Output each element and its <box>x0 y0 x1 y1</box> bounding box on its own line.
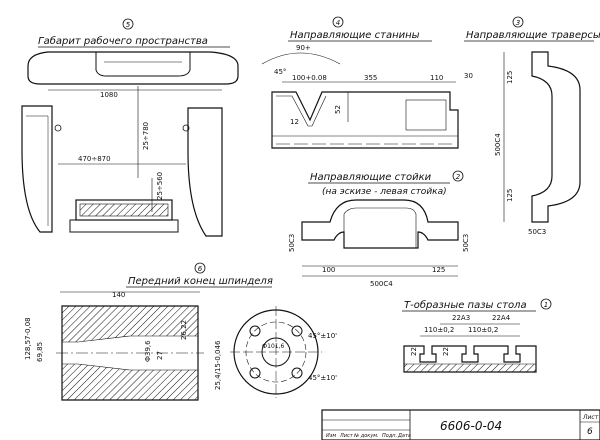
bed-profile <box>271 91 459 149</box>
dim-top: 125 <box>506 71 514 84</box>
dim-inner: 69,85 <box>36 342 44 362</box>
drawing-code: 6606-0-04 <box>440 419 502 433</box>
bolt-hole-icon-3 <box>249 367 261 379</box>
header-1: Лист <box>339 433 354 439</box>
column-title: Направляющие стойки <box>310 172 432 183</box>
v-way <box>276 95 327 127</box>
spindle-hatch-lower <box>61 363 199 401</box>
dim-angle-b: 45°±10' <box>308 374 337 382</box>
spindle-title: Передний конец шпинделя <box>128 276 273 287</box>
spindle-hatch-upper <box>61 305 199 343</box>
crossbeam-number-circle <box>512 16 524 28</box>
dim-bore: Ф39,6 <box>144 340 152 362</box>
table-hatched <box>79 203 169 217</box>
table-slot-hatch <box>403 363 537 373</box>
bolt-hole-icon-1 <box>249 325 261 337</box>
machine-head-outline <box>27 51 239 85</box>
right-column-outline <box>187 107 223 237</box>
t-slots-number-circle <box>540 298 552 310</box>
spindle-number: 6 <box>198 265 203 273</box>
title-block-frame <box>321 409 600 440</box>
workspace-number-circle <box>122 18 134 30</box>
dim-chamfer: 45° <box>274 68 286 76</box>
dim-depth: 470÷870 <box>78 155 111 163</box>
dim-outer: 128,57-0,08 <box>24 317 32 360</box>
dim-height: 25÷780 <box>142 122 150 150</box>
dim-bolt-circle: Ф101,6 <box>262 343 285 350</box>
dim-height-a: 30 <box>464 72 473 80</box>
workspace-number: 5 <box>126 21 131 29</box>
dim-bottom: 125 <box>506 189 514 202</box>
dim-spacing-a: 110±0,2 <box>424 326 454 334</box>
t-slots-section: Т-образные пазы стола 1 22А3 22А4 110±0,… <box>402 298 552 373</box>
left-column-inner <box>26 115 49 226</box>
bed-ways-number-circle <box>332 16 344 28</box>
dim-depth-b: 22 <box>442 347 450 356</box>
dim-span: 355 <box>364 74 377 82</box>
crossbeam-profile <box>531 51 581 223</box>
left-column-outline <box>21 105 53 233</box>
dim-total-column: 500С4 <box>370 280 393 288</box>
header-4: Дата <box>397 433 411 439</box>
table-base <box>69 219 179 233</box>
title-block: Изм Лист № докум. Подп. Дата 6606-0-04 Л… <box>321 409 600 440</box>
dim-flange-left: 50С3 <box>288 234 296 252</box>
dim-keyway: 25,4/15-0,046 <box>214 340 222 390</box>
dim-width-a: 100+0.08 <box>292 74 327 82</box>
dim-height-b: 52 <box>334 105 342 114</box>
sheet-number: 6 <box>587 427 593 437</box>
bed-ways-number: 4 <box>336 19 340 27</box>
dim-flange-right: 50С3 <box>462 234 470 252</box>
spindle-number-circle <box>194 262 206 274</box>
dim-taper: 26,22 <box>180 320 188 340</box>
bolt-hole-icon-2 <box>291 325 303 337</box>
ram-outline <box>95 52 191 77</box>
dim-angle: 90+ <box>296 44 311 52</box>
dim-width-b: 110 <box>430 74 443 82</box>
dim-depth-a: 22 <box>410 347 418 356</box>
dim-groove: 27 <box>156 351 164 360</box>
t-slots-number: 1 <box>544 301 548 309</box>
column-ways-section: 2 Направляющие стойки (на эскизе - левая… <box>288 170 470 288</box>
header-0: Изм <box>326 433 336 439</box>
header-2: № докум. <box>353 433 379 439</box>
left-bolt-icon <box>54 124 62 132</box>
crossbeam-ways-section: 3 Направляющие траверсы 125 500С4 125 50… <box>464 16 600 236</box>
spindle-nose-section: 6 Передний конец шпинделя 140 128,57-0,0… <box>24 262 337 401</box>
table-slot-profile <box>403 345 537 373</box>
sheet-label: Лист <box>582 414 599 421</box>
dim-left: 100 <box>322 266 335 274</box>
column-subtitle: (на эскизе - левая стойка) <box>322 187 447 197</box>
dim-angle-a: 45°±10' <box>308 332 337 340</box>
column-profile <box>301 199 459 249</box>
dim-right: 125 <box>432 266 445 274</box>
workspace-title: Габарит рабочего пространства <box>38 35 208 47</box>
dim-depth-bed: 12 <box>290 118 299 126</box>
dim-total-crossbeam: 500С4 <box>494 133 502 156</box>
bed-ways-section: 4 Направляющие станины 90+ 45° 100+0.08 … <box>261 16 473 149</box>
dim-pitch-b: 22А4 <box>492 314 511 322</box>
dim-pitch-a: 22А3 <box>452 314 470 322</box>
dim-lower: 25÷560 <box>156 172 164 200</box>
bolt-hole-icon-4 <box>291 367 303 379</box>
column-number: 2 <box>456 173 461 181</box>
dim-spacing-b: 110±0,2 <box>468 326 498 334</box>
right-bolt-icon <box>182 124 190 132</box>
workspace-section: 5 Габарит рабочего пространства 1080 25÷… <box>21 18 239 237</box>
bed-ways-title: Направляющие станины <box>290 30 420 41</box>
dim-1080: 1080 <box>100 91 118 99</box>
angle-arc <box>261 52 341 65</box>
t-slots-title: Т-образные пазы стола <box>404 299 527 311</box>
crossbeam-title: Направляющие траверсы <box>466 30 600 41</box>
flat-way <box>405 99 447 131</box>
dim-length: 140 <box>112 291 125 299</box>
column-number-circle <box>452 170 464 182</box>
crossbeam-number: 3 <box>516 19 520 27</box>
header-3: Подп. <box>382 433 397 439</box>
dim-flange-crossbeam: 50С3 <box>528 228 546 236</box>
column-inner <box>343 207 417 248</box>
